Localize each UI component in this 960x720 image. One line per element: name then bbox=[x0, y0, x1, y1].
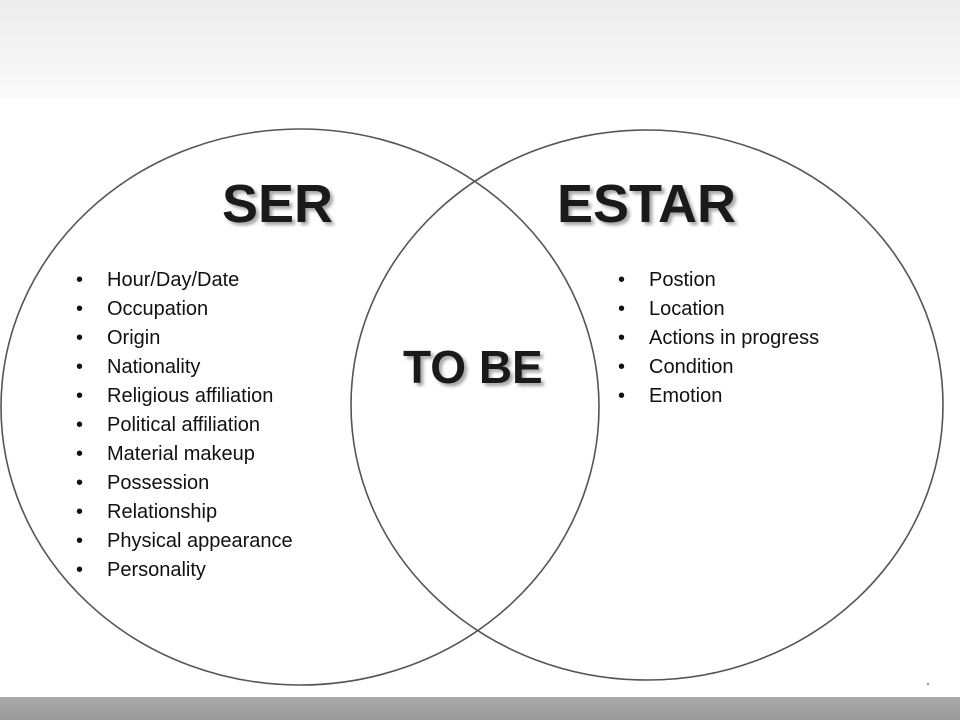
to-be-title: TO BE bbox=[403, 341, 543, 393]
ser-uses-list: Hour/Day/Date Occupation Origin National… bbox=[76, 266, 293, 585]
list-item: Personality bbox=[76, 556, 293, 585]
list-item: Relationship bbox=[76, 498, 293, 527]
ser-circle bbox=[0, 128, 600, 686]
list-item: Material makeup bbox=[76, 440, 293, 469]
estar-circle bbox=[350, 129, 944, 681]
bottom-footer-band bbox=[0, 697, 960, 720]
list-item: Political affiliation bbox=[76, 411, 293, 440]
list-item: Hour/Day/Date bbox=[76, 266, 293, 295]
list-item: Condition bbox=[618, 353, 819, 382]
list-item: Actions in progress bbox=[618, 324, 819, 353]
estar-uses-list: Postion Location Actions in progress Con… bbox=[618, 266, 819, 411]
ser-title: SER bbox=[222, 174, 334, 234]
top-header-band bbox=[0, 0, 960, 98]
slide-marker-dot bbox=[927, 683, 929, 685]
list-item: Location bbox=[618, 295, 819, 324]
list-item: Nationality bbox=[76, 353, 293, 382]
list-item: Religious affiliation bbox=[76, 382, 293, 411]
list-item: Origin bbox=[76, 324, 293, 353]
list-item: Physical appearance bbox=[76, 527, 293, 556]
list-item: Emotion bbox=[618, 382, 819, 411]
estar-title: ESTAR bbox=[557, 174, 737, 234]
list-item: Postion bbox=[618, 266, 819, 295]
list-item: Occupation bbox=[76, 295, 293, 324]
list-item: Possession bbox=[76, 469, 293, 498]
